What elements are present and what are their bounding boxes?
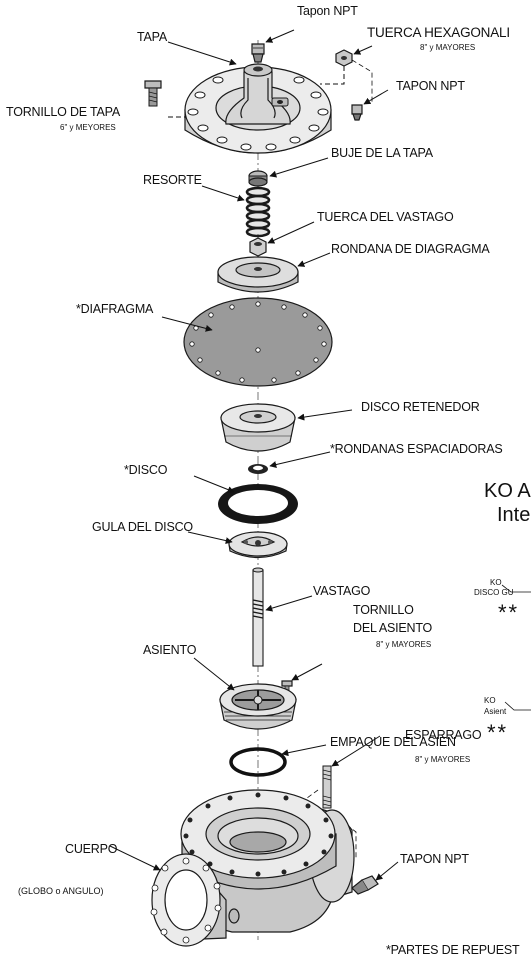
kit-title-line-2: Inte [497, 504, 531, 526]
label-gula-disco: GULA DEL DISCO [92, 520, 193, 534]
diaphragm [183, 297, 333, 387]
label-buje-tapa: BUJE DE LA TAPA [331, 146, 433, 160]
seat-gasket [229, 747, 287, 777]
stem [252, 567, 264, 667]
kit-disco-line-2: DISCO GU [474, 588, 514, 597]
kit-disco-stars: ** [498, 600, 520, 625]
cover-part [184, 63, 332, 154]
kit-title-line-1: KO A [484, 480, 531, 502]
label-disco-retenedor: DISCO RETENEDOR [361, 400, 480, 414]
kit-disco-line-1: KO [490, 578, 502, 587]
valve-body [150, 789, 355, 947]
label-tuerca-hexagonal-note: 8" y MAYORES [420, 43, 476, 52]
stem-nut [249, 237, 267, 257]
kit-asiento-line-2: Asient [484, 707, 507, 716]
label-vastago: VASTAGO [313, 584, 371, 598]
retainer-disc [220, 403, 296, 452]
label-cuerpo-note: (GLOBO o ANGULO) [18, 886, 104, 896]
label-tapon-npt-top: Tapon NPT [297, 4, 358, 18]
disc [218, 484, 298, 524]
label-tuerca-hexagonal: TUERCA HEXAGONALI [367, 25, 510, 40]
label-cuerpo: CUERPO [65, 842, 118, 856]
npt-plug-cover [351, 104, 363, 121]
npt-plug-top [251, 43, 265, 63]
label-rondana-diagragma: RONDANA DE DIAGRAGMA [331, 242, 490, 256]
label-resorte: RESORTE [143, 173, 202, 187]
label-rondanas-espaciadoras: *RONDANAS ESPACIADORAS [330, 442, 503, 456]
kit-asiento-line-1: KO [484, 696, 496, 705]
label-asiento: ASIENTO [143, 643, 197, 657]
label-tapon-npt-cover: TAPON NPT [396, 79, 465, 93]
label-partes-repuesto: *PARTES DE REPUEST [386, 943, 520, 957]
label-tapon-npt-body: TAPON NPT [400, 852, 469, 866]
label-esparrago: ESPARRAGO [405, 728, 482, 742]
label-esparrago-note: 8" y MAYORES [415, 755, 471, 764]
label-disco: *DISCO [124, 463, 168, 477]
leader-lines [109, 29, 399, 881]
spring [245, 186, 271, 238]
label-tuerca-vastago: TUERCA DEL VASTAGO [317, 210, 454, 224]
label-tornillo-asiento-note: 8" y MAYORES [376, 640, 432, 649]
label-tornillo-tapa-note: 6" y MEYORES [60, 123, 116, 132]
label-tornillo-tapa: TORNILLO DE TAPA [6, 105, 120, 119]
label-tornillo-asiento-2: DEL ASIENTO [353, 621, 433, 635]
label-tapa: TAPA [137, 30, 167, 44]
cover-bolt [144, 80, 186, 118]
diaphragm-washer [217, 256, 299, 293]
spacer-washers [248, 464, 268, 474]
label-tornillo-asiento-1: TORNILLO [353, 603, 414, 617]
disc-guide [228, 531, 288, 559]
kit-asiento-stars: ** [487, 720, 509, 745]
hex-nut [320, 49, 373, 104]
label-diafragma: *DIAFRAGMA [76, 302, 154, 316]
seat [219, 683, 297, 730]
cover-bushing [248, 170, 268, 187]
label-empaque-asiento: EMPAQUE DEL ASIEN [330, 735, 456, 749]
npt-plug-body [351, 875, 379, 895]
